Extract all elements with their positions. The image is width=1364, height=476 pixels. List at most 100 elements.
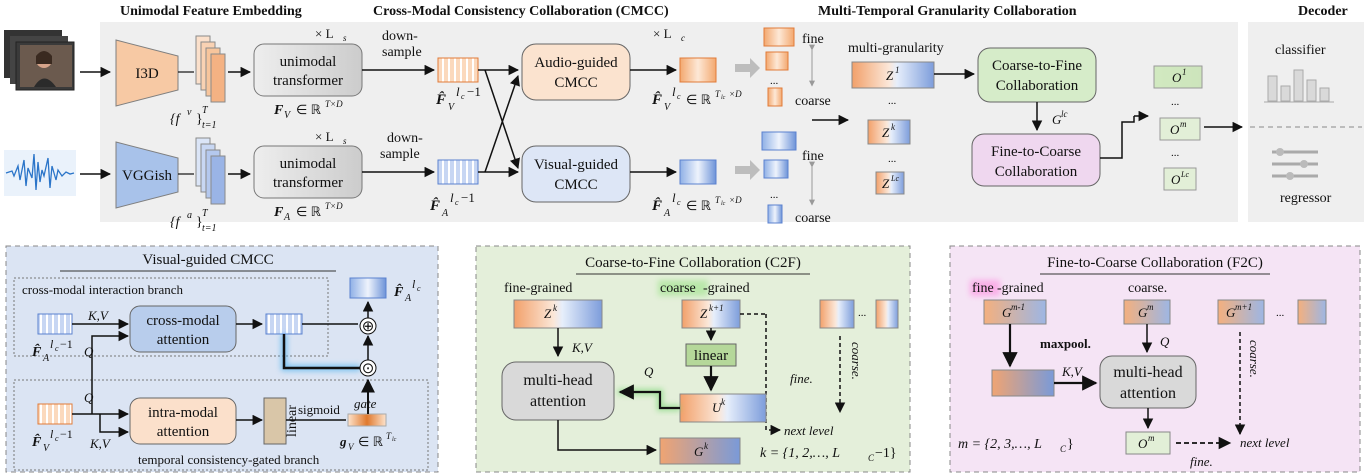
downsample-top-2: sample (382, 45, 422, 60)
c2f-coarse-grained-label: coarse -grained (660, 281, 750, 296)
dots-top-stack: ... (770, 75, 779, 87)
svg-text:G: G (1002, 305, 1012, 320)
g-lc-label: G lc (1052, 109, 1068, 127)
svg-text:k: k (721, 397, 726, 407)
svg-text:×D: ×D (729, 195, 742, 205)
c2f-block-label-2: Collaboration (996, 78, 1079, 94)
vg-hat-fa-label: F̂ A l c −1 (31, 337, 73, 364)
svg-text:G: G (1226, 305, 1236, 320)
vg-hat-fv-label: F̂ V l c −1 (31, 427, 73, 454)
audio-feature-set-label: {f a } T t=1 (170, 208, 217, 234)
video-frames-icon (4, 30, 75, 91)
svg-text:s: s (343, 33, 347, 43)
svg-text:{f: {f (170, 112, 182, 127)
c2f-zk-label: Z k (544, 303, 558, 321)
visual-downsampled-feature (437, 57, 479, 83)
olc-label: O Lc (1171, 170, 1189, 187)
svg-text:∈ ℝ: ∈ ℝ (686, 198, 712, 213)
vg-q-bottom: Q (84, 390, 94, 405)
f2c-gm-label: G m (1138, 302, 1154, 320)
svg-text:G: G (694, 444, 704, 459)
c2f-mha-label-1: multi-head (523, 372, 592, 389)
svg-text:lc: lc (721, 201, 726, 207)
intra-modal-attention-block (129, 397, 237, 445)
f2c-coarse-label: coarse. (1247, 340, 1262, 378)
svg-text:F̂: F̂ (651, 90, 662, 108)
header-mtgc: Multi-Temporal Granularity Collaboration (818, 4, 1077, 19)
svg-text:m: m (1147, 302, 1154, 312)
oplus-symbol: ⊕ (362, 319, 375, 335)
svg-text:× L: × L (315, 26, 334, 41)
svg-text:a: a (187, 210, 192, 221)
sigmoid-label: sigmoid (298, 402, 340, 417)
svg-text:m = {2, 3,…, L: m = {2, 3,…, L (958, 437, 1042, 452)
f2c-last-feature (1297, 299, 1327, 325)
audio-downsampled-feature (437, 159, 479, 185)
gray-arrow-top (735, 58, 760, 78)
c2f-zk1-feature (681, 299, 741, 329)
om-label: O m (1170, 119, 1187, 137)
cross-modal-branch-label: cross-modal interaction branch (22, 282, 183, 297)
f2c-q-label: Q (1160, 334, 1170, 349)
svg-text:-grained: -grained (997, 281, 1044, 296)
svg-text:Lc: Lc (890, 174, 899, 183)
o-dots-1: ... (1171, 96, 1180, 108)
svg-text:O: O (1172, 70, 1182, 85)
audio-multi-granularity-stack (761, 131, 797, 224)
svg-text:c: c (677, 92, 681, 101)
intra-modal-attention-label-1: intra-modal (148, 405, 218, 421)
svg-text:v: v (187, 107, 192, 118)
svg-text:V: V (284, 110, 292, 121)
svg-text:c: c (455, 198, 459, 207)
cross-modal-attention-label-2: attention (157, 332, 210, 348)
svg-text:t=1: t=1 (202, 120, 217, 131)
svg-text:−1: −1 (60, 427, 73, 441)
svg-text:G: G (1138, 305, 1148, 320)
audio-feature-stack (195, 137, 226, 205)
visual-multi-granularity-stack (763, 27, 795, 107)
svg-text:1: 1 (895, 65, 900, 75)
svg-text:}: } (1067, 437, 1074, 452)
svg-text:l: l (412, 277, 416, 291)
svg-text:T: T (715, 195, 721, 205)
visual-guided-cmcc-label-2: CMCC (554, 177, 597, 193)
svg-text:T×D: T×D (325, 99, 343, 109)
visual-cmcc-output-feature (679, 57, 717, 83)
z-dots-2: ... (888, 153, 897, 165)
svg-text:O: O (1138, 436, 1148, 451)
c2f-q-label: Q (644, 364, 654, 379)
svg-text:k: k (553, 303, 558, 313)
svg-text:V: V (448, 102, 456, 113)
svg-text:V: V (664, 102, 672, 113)
times-lc-label: × L c (653, 26, 685, 43)
svg-text:∈ ℝ: ∈ ℝ (686, 92, 712, 107)
f2c-dots: ... (1276, 307, 1285, 319)
c2f-fine-label: fine. (790, 371, 813, 386)
svg-text:g: g (339, 434, 347, 449)
svg-text:l: l (456, 84, 460, 99)
c2f-k-set: k = {1, 2,…, L C −1} (760, 446, 897, 463)
hat-fv-label: F̂ V l c −1 (435, 84, 481, 113)
multi-granularity-label: multi-granularity (848, 41, 944, 56)
c2f-next-feature (819, 299, 855, 329)
svg-text:l: l (450, 190, 454, 205)
hat-fv-lc-label: F̂ V l c ∈ ℝ T lc ×D (651, 84, 742, 113)
panel-f2c-title: Fine-to-Coarse Collaboration (F2C) (1047, 255, 1263, 271)
svg-text:U: U (712, 400, 723, 415)
svg-text:A: A (663, 208, 671, 219)
f2c-kv-label: K,V (1061, 364, 1084, 379)
header-unimodal: Unimodal Feature Embedding (120, 4, 302, 19)
svg-text:c: c (55, 434, 59, 443)
header-cmcc: Cross-Modal Consistency Collaboration (C… (373, 4, 669, 19)
svg-text:s: s (343, 136, 347, 146)
top-bg-decoder (1248, 22, 1364, 222)
gv-label: g V ∈ ℝ T lc (339, 431, 397, 452)
cross-modal-branch-box (13, 277, 329, 357)
svg-text:∈ ℝ: ∈ ℝ (296, 102, 322, 117)
downsample-top-1: down- (382, 29, 418, 44)
svg-text:k: k (891, 122, 896, 132)
svg-text:−1: −1 (467, 84, 481, 99)
vg-linear-label: linear (285, 405, 300, 437)
regressor-slider-icon (1272, 148, 1318, 180)
svg-text:m-1: m-1 (1011, 302, 1025, 312)
